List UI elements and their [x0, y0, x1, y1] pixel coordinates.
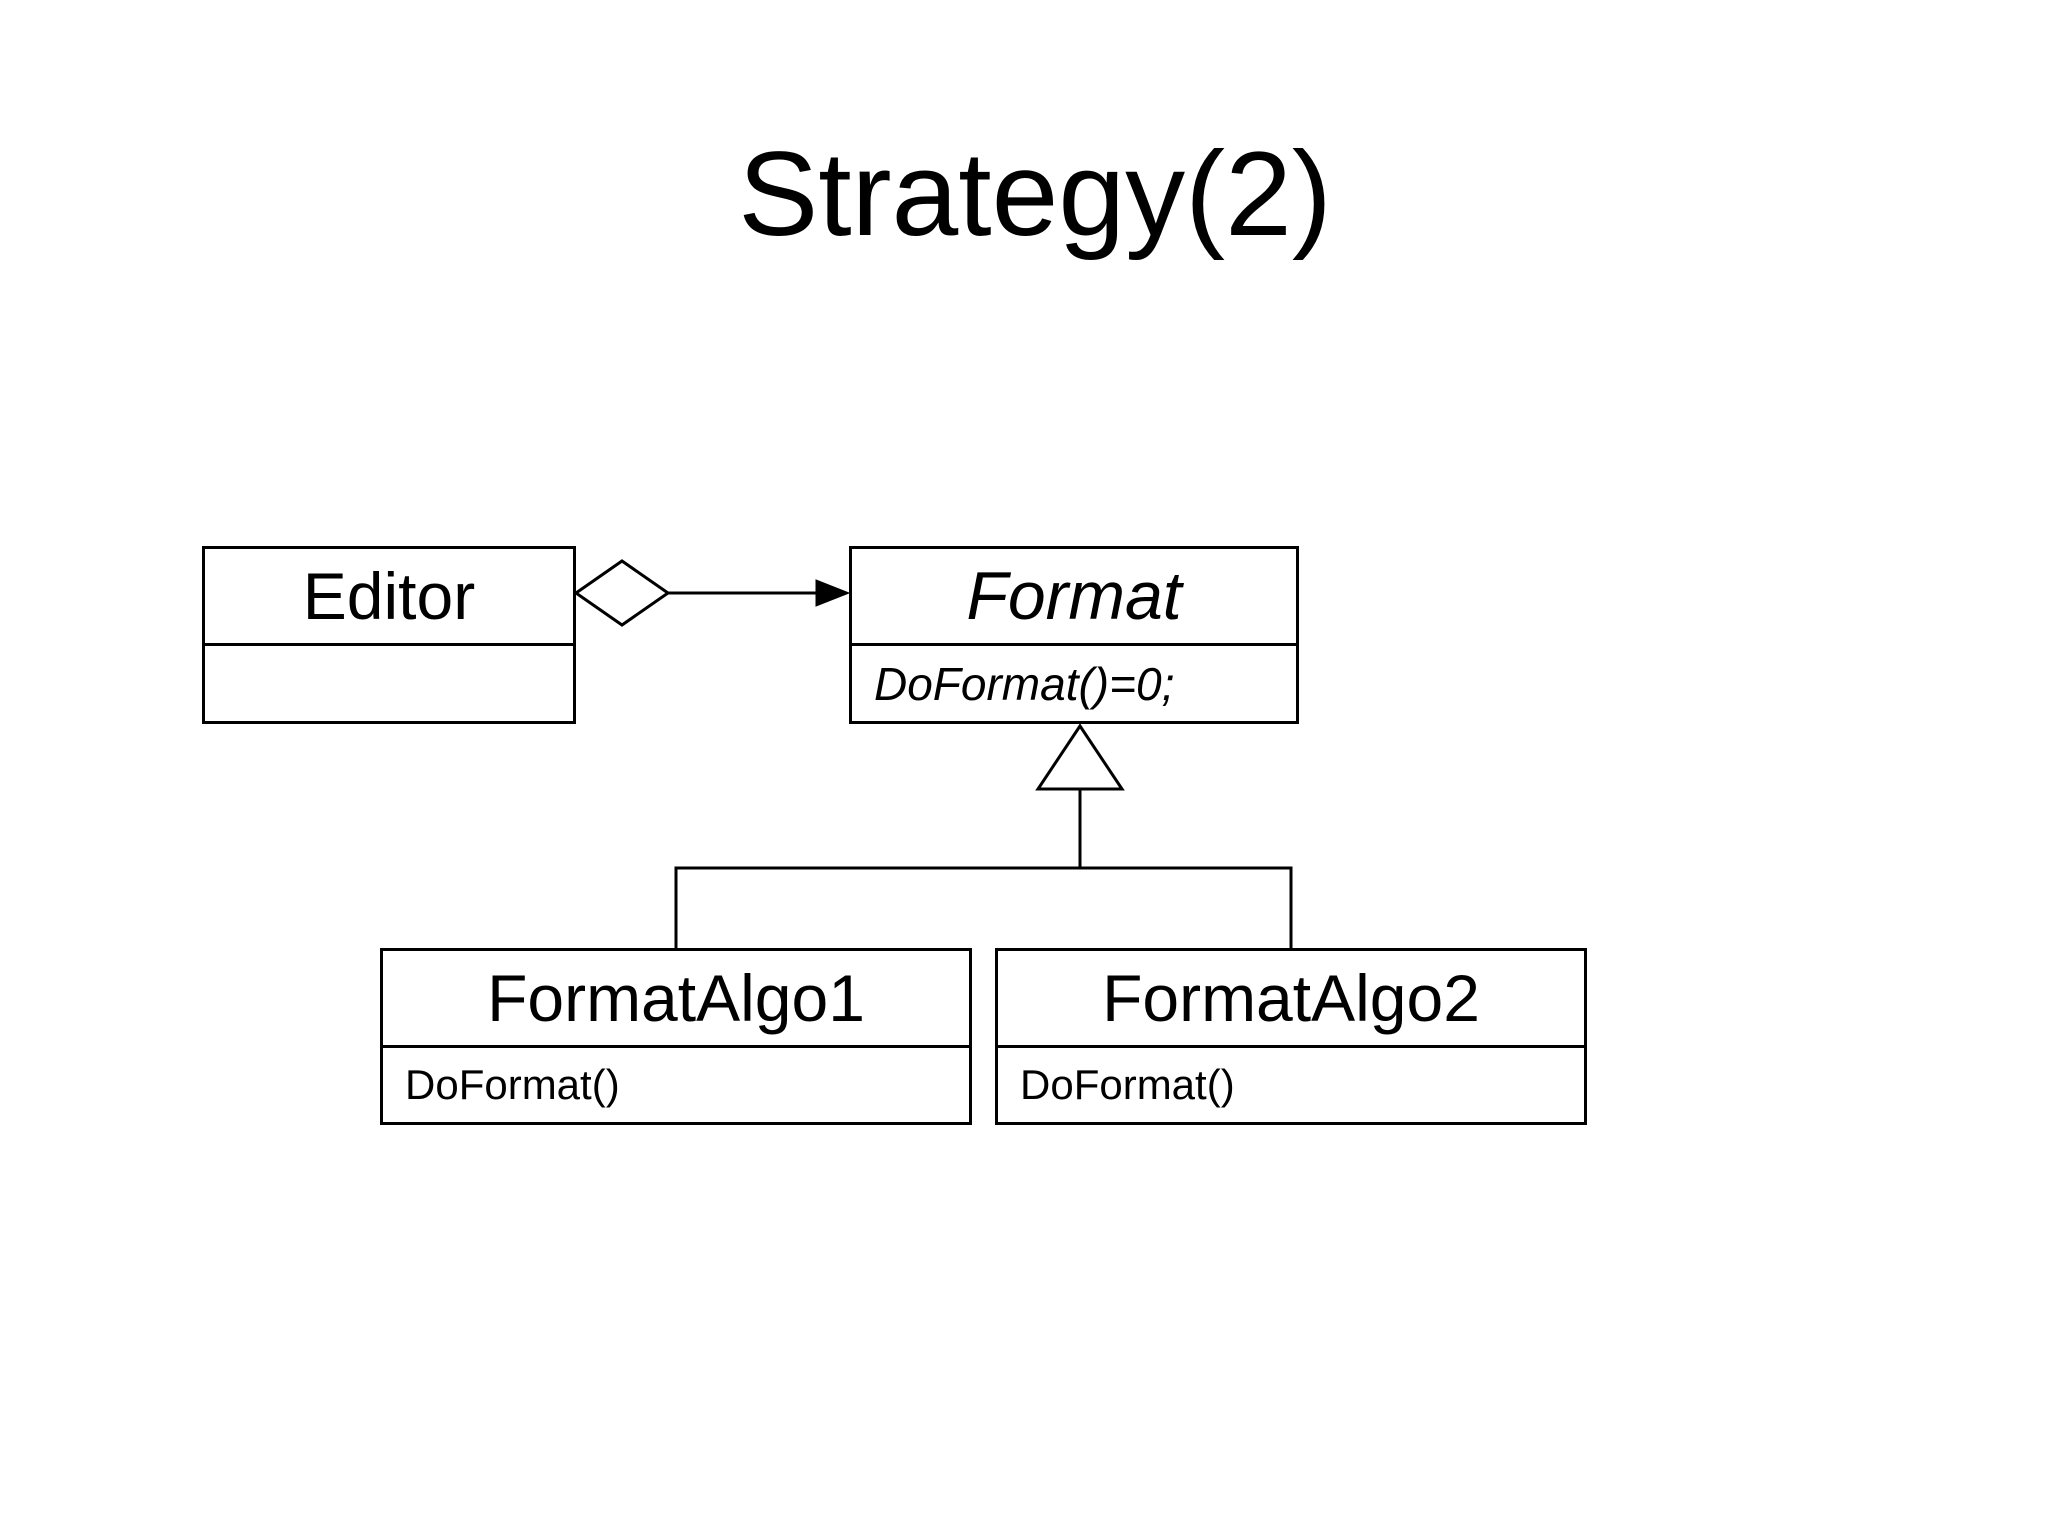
class-methods-format: DoFormat()=0;	[874, 657, 1175, 710]
class-methods-editor	[205, 646, 573, 721]
association-arrowhead-icon	[815, 579, 851, 607]
class-methods-formatalgo2: DoFormat()	[1020, 1061, 1235, 1108]
class-box-formatalgo1: FormatAlgo1 DoFormat()	[380, 948, 972, 1125]
class-methods-formatalgo1: DoFormat()	[405, 1061, 620, 1108]
class-box-formatalgo2: FormatAlgo2 DoFormat()	[995, 948, 1587, 1125]
page-title: Strategy(2)	[738, 127, 1332, 261]
class-name-formatalgo2: FormatAlgo2	[998, 951, 1584, 1048]
aggregation-diamond-icon	[573, 559, 671, 627]
class-name-formatalgo1: FormatAlgo1	[383, 951, 969, 1048]
class-name-editor: Editor	[205, 549, 573, 646]
inheritance-triangle-icon	[1035, 723, 1125, 791]
class-name-format: Format	[852, 549, 1296, 646]
class-box-editor: Editor	[202, 546, 576, 724]
inheritance-branch-line	[674, 866, 1293, 950]
class-box-format: Format DoFormat()=0;	[849, 546, 1299, 724]
